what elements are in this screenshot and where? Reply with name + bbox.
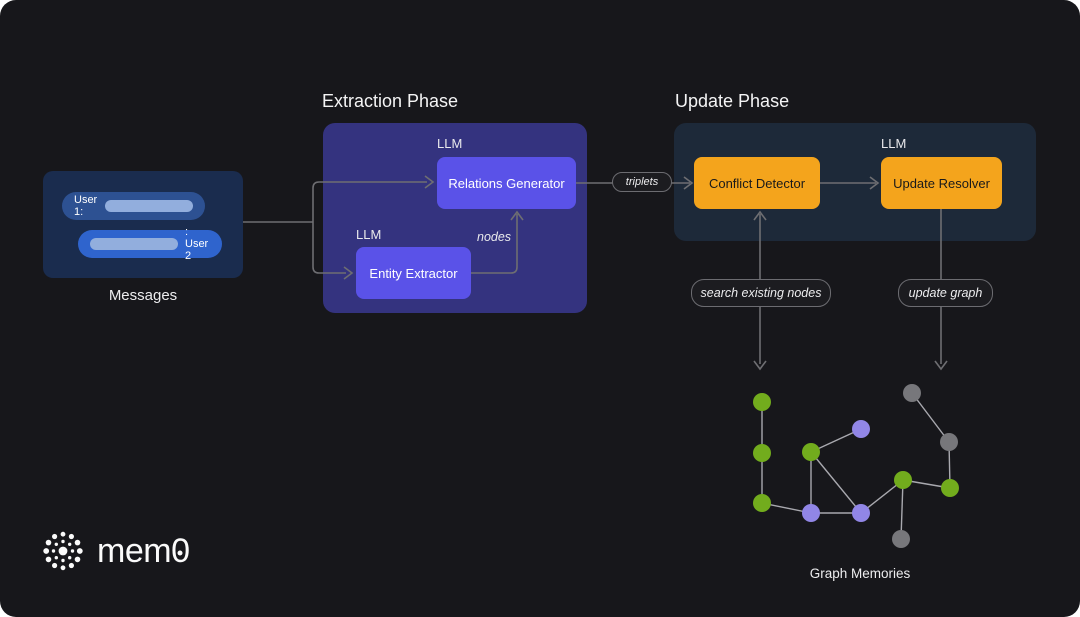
user1-redacted-text bbox=[105, 200, 193, 212]
arrowhead-search-down bbox=[753, 360, 767, 371]
update-phase-title: Update Phase bbox=[675, 91, 790, 111]
graph-node-gray bbox=[940, 433, 958, 451]
triplets-pill: triplets bbox=[612, 172, 672, 192]
update-graph-label: update graph bbox=[908, 286, 983, 300]
graph-edge bbox=[810, 451, 862, 514]
graph-edge bbox=[810, 428, 862, 453]
graph-node-purple bbox=[852, 504, 870, 522]
triplets-label: triplets bbox=[625, 176, 659, 188]
llm-label-entity: LLM bbox=[356, 227, 382, 242]
llm-label-relations: LLM bbox=[437, 136, 463, 151]
nodes-edge-label: nodes bbox=[477, 230, 512, 244]
conflict-detector-box: Conflict Detector bbox=[694, 157, 820, 209]
graph-edge bbox=[900, 479, 904, 540]
mem0-logo-text-mem: mem bbox=[97, 532, 172, 570]
graph-node-green bbox=[753, 494, 771, 512]
mem0-logo-text-zero: 0 bbox=[171, 528, 190, 574]
graph-node-green bbox=[941, 479, 959, 497]
user1-label: User 1: bbox=[74, 194, 98, 218]
conflict-detector-label: Conflict Detector bbox=[708, 175, 806, 191]
graph-edge bbox=[911, 392, 950, 443]
update-resolver-label: Update Resolver bbox=[893, 175, 990, 191]
mem0-logo-text: mem0 bbox=[97, 528, 190, 574]
graph-node-purple bbox=[852, 420, 870, 438]
user1-message-bubble: User 1: bbox=[62, 192, 205, 220]
user2-label: : User 2 bbox=[185, 226, 209, 262]
graph-node-gray bbox=[892, 530, 910, 548]
messages-caption: Messages bbox=[108, 287, 178, 304]
graph-node-green bbox=[753, 393, 771, 411]
graph-node-purple bbox=[802, 504, 820, 522]
graph-memories-svg bbox=[753, 384, 959, 548]
mem0-logo: mem0 bbox=[40, 528, 190, 574]
graph-node-green bbox=[894, 471, 912, 489]
entity-extractor-label: Entity Extractor bbox=[369, 265, 458, 281]
relations-generator-box: Relations Generator bbox=[437, 157, 576, 209]
llm-label-resolver: LLM bbox=[881, 136, 907, 151]
user2-message-bubble: : User 2 bbox=[78, 226, 222, 262]
search-existing-nodes-pill: search existing nodes bbox=[691, 279, 831, 307]
entity-extractor-box: Entity Extractor bbox=[356, 247, 471, 299]
graph-memories-caption: Graph Memories bbox=[809, 566, 911, 581]
mem0-logo-icon bbox=[43, 531, 83, 571]
extraction-phase-title: Extraction Phase bbox=[322, 91, 459, 111]
graph-node-green bbox=[802, 443, 820, 461]
user2-redacted-text bbox=[90, 238, 178, 250]
relations-generator-label: Relations Generator bbox=[448, 175, 565, 191]
search-existing-nodes-label: search existing nodes bbox=[700, 286, 822, 300]
graph-node-gray bbox=[903, 384, 921, 402]
graph-node-green bbox=[753, 444, 771, 462]
arrowhead-update-down bbox=[934, 360, 948, 371]
update-graph-pill: update graph bbox=[898, 279, 993, 307]
messages-panel: User 1: : User 2 bbox=[43, 171, 243, 278]
update-resolver-box: Update Resolver bbox=[881, 157, 1002, 209]
